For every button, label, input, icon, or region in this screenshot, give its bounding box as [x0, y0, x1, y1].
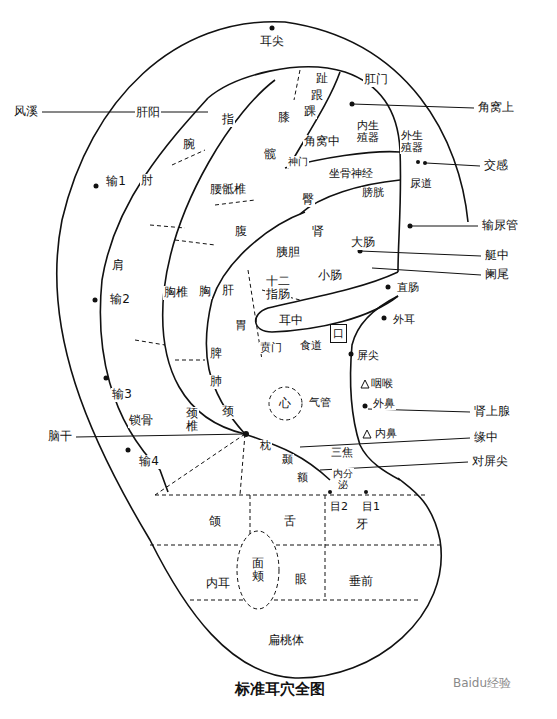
- acupoint-label: 肝: [221, 284, 235, 298]
- acupoint-label: 膝: [277, 111, 291, 125]
- acupoint-label: 颞: [281, 454, 294, 467]
- acupoint-label: 艇中: [484, 249, 510, 263]
- acupoint-label: 跟: [310, 89, 324, 103]
- acupoint-label: 腰骶椎: [209, 183, 247, 197]
- acupoint-label: 输2: [109, 293, 131, 307]
- acupoint-label: 胸: [198, 285, 212, 299]
- acupoint-label: 颌: [208, 515, 222, 529]
- acupoint-label: 阑尾: [484, 268, 510, 282]
- acupoint-label: 内分泌: [332, 468, 354, 490]
- acupoint-label: 眼: [294, 573, 308, 587]
- acupoint-label: 输1: [105, 175, 127, 189]
- acupoint-label: 肝阳: [135, 106, 161, 120]
- acupoint-label: 直肠: [396, 282, 420, 295]
- acupoint-label: 目1: [361, 501, 381, 514]
- acupoint-label: 耳中: [278, 314, 304, 328]
- acupoint-label: 大肠: [350, 236, 376, 250]
- acupoint-label: 耳尖: [259, 35, 285, 49]
- watermark: Baidu经验: [452, 677, 512, 691]
- acupoint-label: 舌: [283, 515, 297, 529]
- acupoint-label: 垂前: [348, 575, 374, 589]
- acupoint-label: 输尿管: [481, 219, 519, 233]
- acupoint-label: 内耳: [205, 577, 231, 591]
- diagram-title: 标准耳穴全图: [234, 681, 326, 698]
- acupoint-label: 三焦: [330, 447, 354, 460]
- circle-region: 心: [268, 386, 303, 421]
- acupoint-label: 肺: [209, 375, 223, 389]
- acupoint-label: 肘: [140, 174, 154, 188]
- acupoint-label: 输3: [111, 388, 133, 402]
- acupoint-label: 肩: [111, 259, 125, 273]
- acupoint-label: 屏尖: [356, 350, 380, 363]
- acupoint-label: 腕: [182, 138, 196, 152]
- region-text: 心: [279, 395, 291, 412]
- ellipse-region: 面颊: [236, 530, 280, 610]
- acupoint-label: 交感: [483, 159, 509, 173]
- acupoint-label: 指: [221, 113, 235, 127]
- acupoint-label: 尿道: [409, 178, 433, 191]
- acupoint-label: 踝: [303, 105, 317, 119]
- acupoint-label: 外耳: [392, 314, 416, 327]
- acupoint-label: 颈椎: [185, 407, 199, 433]
- acupoint-label: 角窝中: [303, 135, 341, 149]
- region-text: 面颊: [252, 557, 264, 583]
- acupoint-label: 气管: [308, 397, 332, 410]
- acupoint-label: 胸椎: [163, 286, 189, 300]
- acupoint-label: 肾: [311, 225, 325, 239]
- acupoint-label: 腹: [234, 225, 248, 239]
- acupoint-label: 脑干: [47, 430, 73, 444]
- acupoint-label: 锁骨: [128, 414, 154, 428]
- region-text: 口: [333, 326, 344, 341]
- acupoint-label: 输4: [138, 455, 160, 469]
- acupoint-label: 贲门: [259, 342, 283, 355]
- acupoint-label: 颈: [221, 405, 235, 419]
- box-region: 口: [330, 324, 347, 343]
- acupoint-label: 咽喉: [370, 378, 394, 391]
- acupoint-label: 膀胱: [361, 187, 385, 200]
- acupoint-label: 外鼻: [372, 398, 396, 411]
- acupoint-label: 小肠: [317, 269, 343, 283]
- acupoint-label: 角窝上: [477, 101, 515, 115]
- acupoint-label: 额: [296, 472, 309, 485]
- acupoint-label: 扁桃体: [267, 634, 305, 648]
- acupoint-label: 内生殖器: [356, 120, 380, 144]
- acupoint-label: 神门: [287, 156, 309, 168]
- acupoint-label: 肾上腺: [473, 405, 511, 419]
- acupoint-label: 风溪: [13, 105, 39, 119]
- acupoint-label: 胰胆: [275, 246, 301, 260]
- acupoint-label: 目2: [329, 501, 349, 514]
- acupoint-label: 缘中: [473, 431, 499, 445]
- acupoint-label: 食道: [299, 340, 323, 353]
- acupoint-label: 牙: [355, 518, 369, 532]
- acupoint-label: 对屏尖: [471, 455, 509, 469]
- acupoint-label: 肛门: [363, 73, 389, 87]
- acupoint-label: 坐骨神经: [328, 168, 374, 181]
- acupoint-label: 臀: [301, 193, 315, 207]
- acupoint-label: 脾: [209, 347, 223, 361]
- acupoint-label: 髋: [263, 148, 277, 162]
- acupoint-label: 枕: [259, 440, 272, 453]
- acupoint-label: 外生殖器: [400, 130, 424, 154]
- acupoint-label: 内鼻: [374, 428, 398, 441]
- acupoint-label: 十二指肠: [265, 275, 291, 301]
- acupoint-label: 趾: [315, 72, 329, 86]
- acupoint-label: 胃: [234, 319, 248, 333]
